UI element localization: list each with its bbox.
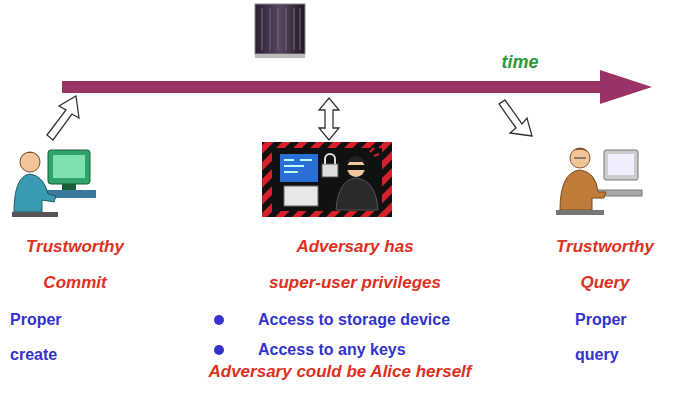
role-note: query (575, 345, 619, 365)
bullet (214, 315, 224, 325)
server-icon (255, 4, 305, 58)
role-heading: Query (580, 273, 629, 293)
role-heading: Commit (43, 273, 106, 293)
role-note: Proper (10, 310, 62, 330)
bullet (214, 345, 224, 355)
querier-figure (556, 148, 642, 215)
bullet-text: Access to any keys (258, 340, 406, 360)
role-heading: Trustworthy (556, 237, 654, 257)
role-heading: Trustworthy (26, 237, 124, 257)
role-heading: super-user privileges (269, 273, 441, 293)
role-note: Proper (575, 310, 627, 330)
hollow-arrow (47, 96, 532, 140)
axis-label: time (501, 52, 538, 72)
timeline-arrow (62, 70, 652, 104)
role-note: create (10, 345, 57, 365)
committer-figure (12, 150, 96, 217)
bullet-text: Access to storage device (258, 310, 450, 330)
note: Adversary could be Alice herself (209, 362, 472, 382)
adversary-picture (262, 142, 392, 217)
role-heading: Adversary has (296, 237, 413, 257)
